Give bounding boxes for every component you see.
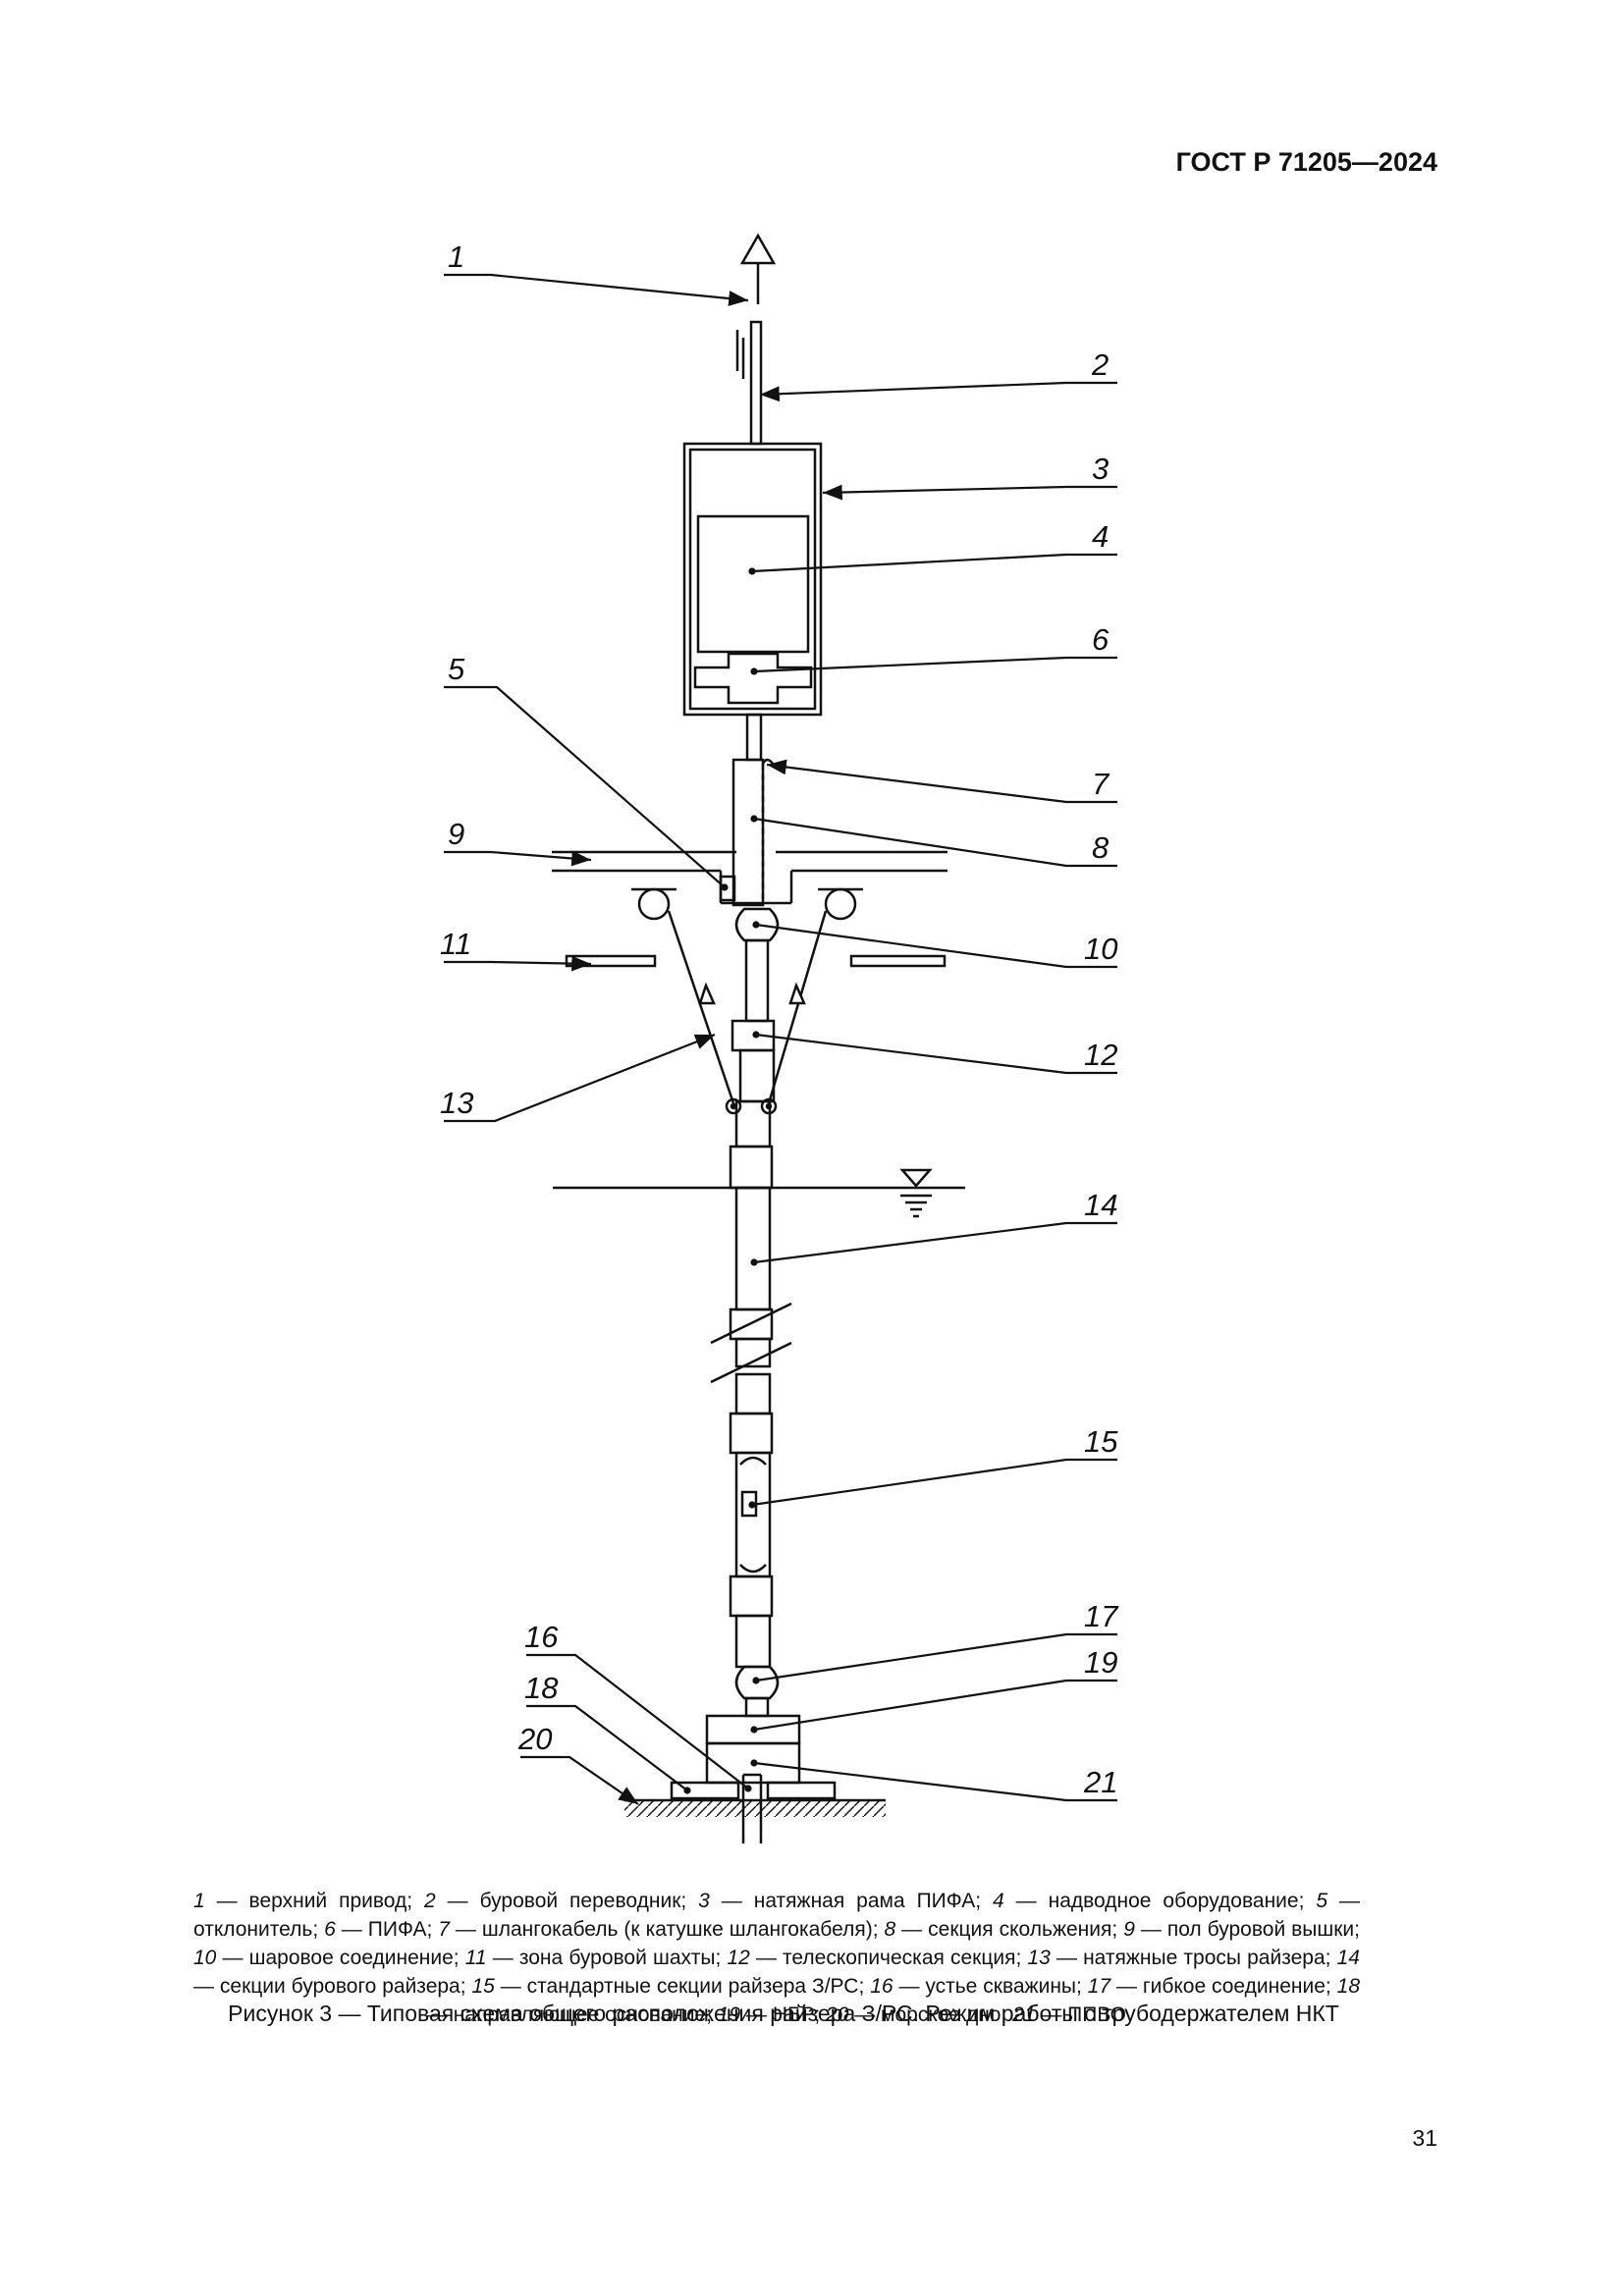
legend-item-text: — секции бурового райзера; — [193, 1975, 472, 1998]
callout-1: 1 — [448, 240, 464, 274]
legend-item-text: — устье скважины; — [893, 1975, 1088, 1998]
callout-13: 13 — [440, 1086, 473, 1120]
legend-item-number: 3 — [698, 1890, 710, 1912]
legend-item: 3 — натяжная рама ПИФА; — [698, 1890, 993, 1912]
callout-10: 10 — [1084, 932, 1117, 966]
callout-15: 15 — [1084, 1424, 1118, 1459]
leader-lines — [444, 273, 1117, 1805]
legend-item-text: — буровой переводник; — [435, 1890, 699, 1912]
legend-item-number: 17 — [1087, 1975, 1111, 1998]
legend-item-number: 12 — [727, 1947, 750, 1969]
legend-item: 21 — ППВО — [1012, 2003, 1126, 2026]
legend-item-text: — гибкое соединение; — [1110, 1975, 1337, 1998]
callout-11: 11 — [440, 927, 471, 961]
legend-item-text: — натяжные тросы райзера; — [1050, 1947, 1337, 1969]
document-code: ГОСТ Р 71205—2024 — [1175, 147, 1437, 177]
legend-item-number: 6 — [324, 1918, 336, 1941]
legend-item: 9 — пол буровой вышки; — [1123, 1918, 1360, 1941]
legend-item-number: 15 — [471, 1975, 495, 1998]
legend-item-number: 2 — [424, 1890, 436, 1912]
legend-item: 1 — верхний привод; — [193, 1890, 424, 1912]
legend-item: 10 — шаровое соединение; — [193, 1947, 465, 1969]
legend-item: 4 — надводное оборудование; — [993, 1890, 1316, 1912]
legend-item-number: 7 — [438, 1918, 450, 1941]
callout-4: 4 — [1092, 519, 1109, 554]
legend-item-text: — морское дно; — [848, 2003, 1013, 2026]
legend-item: 5 — отклонитель; — [193, 1890, 1360, 1941]
legend-item-text: — пол буровой вышки; — [1134, 1918, 1360, 1941]
legend-item-text: — отклонитель; — [193, 1890, 1360, 1941]
legend-item: 16 — устье скважины; — [870, 1975, 1088, 1998]
legend-item: 2 — буровой переводник; — [424, 1890, 698, 1912]
callout-12: 12 — [1084, 1038, 1117, 1072]
callout-19: 19 — [1084, 1645, 1117, 1680]
legend-item: 14 — секции бурового райзера; — [193, 1947, 1360, 1998]
legend-item-text: — верхний привод; — [204, 1890, 425, 1912]
callout-labels: 1 2 3 4 5 6 7 8 9 10 11 12 13 14 15 16 1… — [440, 240, 1119, 1799]
legend-item-number: 13 — [1027, 1947, 1051, 1969]
callout-14: 14 — [1084, 1188, 1117, 1222]
legend-item: 13 — натяжные тросы райзера; — [1027, 1947, 1336, 1969]
callout-18: 18 — [524, 1671, 559, 1705]
legend-item: 8 — секция скольжения; — [885, 1918, 1124, 1941]
legend-item-number: 19 — [717, 2003, 741, 2026]
page-number: 31 — [1412, 2125, 1437, 2151]
legend-item-number: 14 — [1336, 1947, 1360, 1969]
legend-item: 7 — шлангокабель (к катушке шлангокабеля… — [438, 1918, 884, 1941]
callout-21: 21 — [1083, 1765, 1117, 1799]
callout-2: 2 — [1091, 347, 1109, 382]
callout-3: 3 — [1092, 452, 1109, 486]
legend-item-text: — направляющее основание; — [426, 2003, 718, 2026]
legend-item-number: 21 — [1012, 2003, 1036, 2026]
callout-17: 17 — [1084, 1599, 1119, 1633]
legend-item: 17 — гибкое соединение; — [1088, 1975, 1337, 1998]
callout-5: 5 — [448, 652, 465, 686]
legend-item-text: — стандартные секции райзера З/РС; — [494, 1975, 871, 1998]
legend-item-number: 1 — [193, 1890, 205, 1912]
legend-item: 15 — стандартные секции райзера З/РС; — [471, 1975, 870, 1998]
legend-item: 20 — морское дно; — [826, 2003, 1012, 2026]
legend-item-number: 9 — [1123, 1918, 1135, 1941]
legend-item-number: 5 — [1316, 1890, 1328, 1912]
legend-item-text: — надводное оборудование; — [1003, 1890, 1317, 1912]
legend-item-number: 18 — [1336, 1975, 1361, 1998]
figure-legend: 1 — верхний привод; 2 — буровой переводн… — [193, 1887, 1360, 2029]
legend-item-text: — НБР; — [740, 2003, 827, 2026]
legend-item-text: — натяжная рама ПИФА; — [709, 1890, 994, 1912]
legend-item-number: 20 — [826, 2003, 849, 2026]
callout-7: 7 — [1092, 767, 1110, 801]
callout-9: 9 — [448, 817, 464, 851]
legend-item-text: — шаровое соединение; — [216, 1947, 465, 1969]
legend-item-number: 11 — [464, 1947, 487, 1969]
legend-item-text: — шлангокабель (к катушке шлангокабеля); — [449, 1918, 885, 1941]
legend-item: 6 — ПИФА; — [324, 1918, 438, 1941]
legend-item: 19 — НБР; — [718, 2003, 826, 2026]
legend-item-number: 16 — [870, 1975, 893, 1998]
legend-item-number: 4 — [993, 1890, 1004, 1912]
figure-caption: Рисунок 3 — Типовая схема общего располо… — [228, 2001, 1339, 2026]
legend-item: 11 — зона буровой шахты; — [465, 1947, 728, 1969]
callout-20: 20 — [517, 1722, 552, 1756]
callout-6: 6 — [1092, 622, 1110, 657]
legend-item-text: — ППВО — [1035, 2003, 1127, 2026]
legend-item: 18 — направляющее основание; — [427, 1975, 1360, 2026]
legend-item: 12 — телескопическая секция; — [727, 1947, 1027, 1969]
legend-item-number: 8 — [884, 1918, 896, 1941]
legend-item-text: — телескопическая секция; — [749, 1947, 1028, 1969]
legend-item-text: — секция скольжения; — [895, 1918, 1124, 1941]
callout-8: 8 — [1092, 830, 1110, 865]
legend-item-text: — зона буровой шахты; — [486, 1947, 728, 1969]
callout-16: 16 — [524, 1620, 559, 1654]
riser-layout-diagram: 1 2 3 4 5 6 7 8 9 10 11 12 13 14 15 16 1… — [440, 233, 1119, 1843]
legend-item-number: 10 — [193, 1947, 217, 1969]
diagram-drawing — [552, 233, 965, 1843]
legend-item-text: — ПИФА; — [335, 1918, 439, 1941]
